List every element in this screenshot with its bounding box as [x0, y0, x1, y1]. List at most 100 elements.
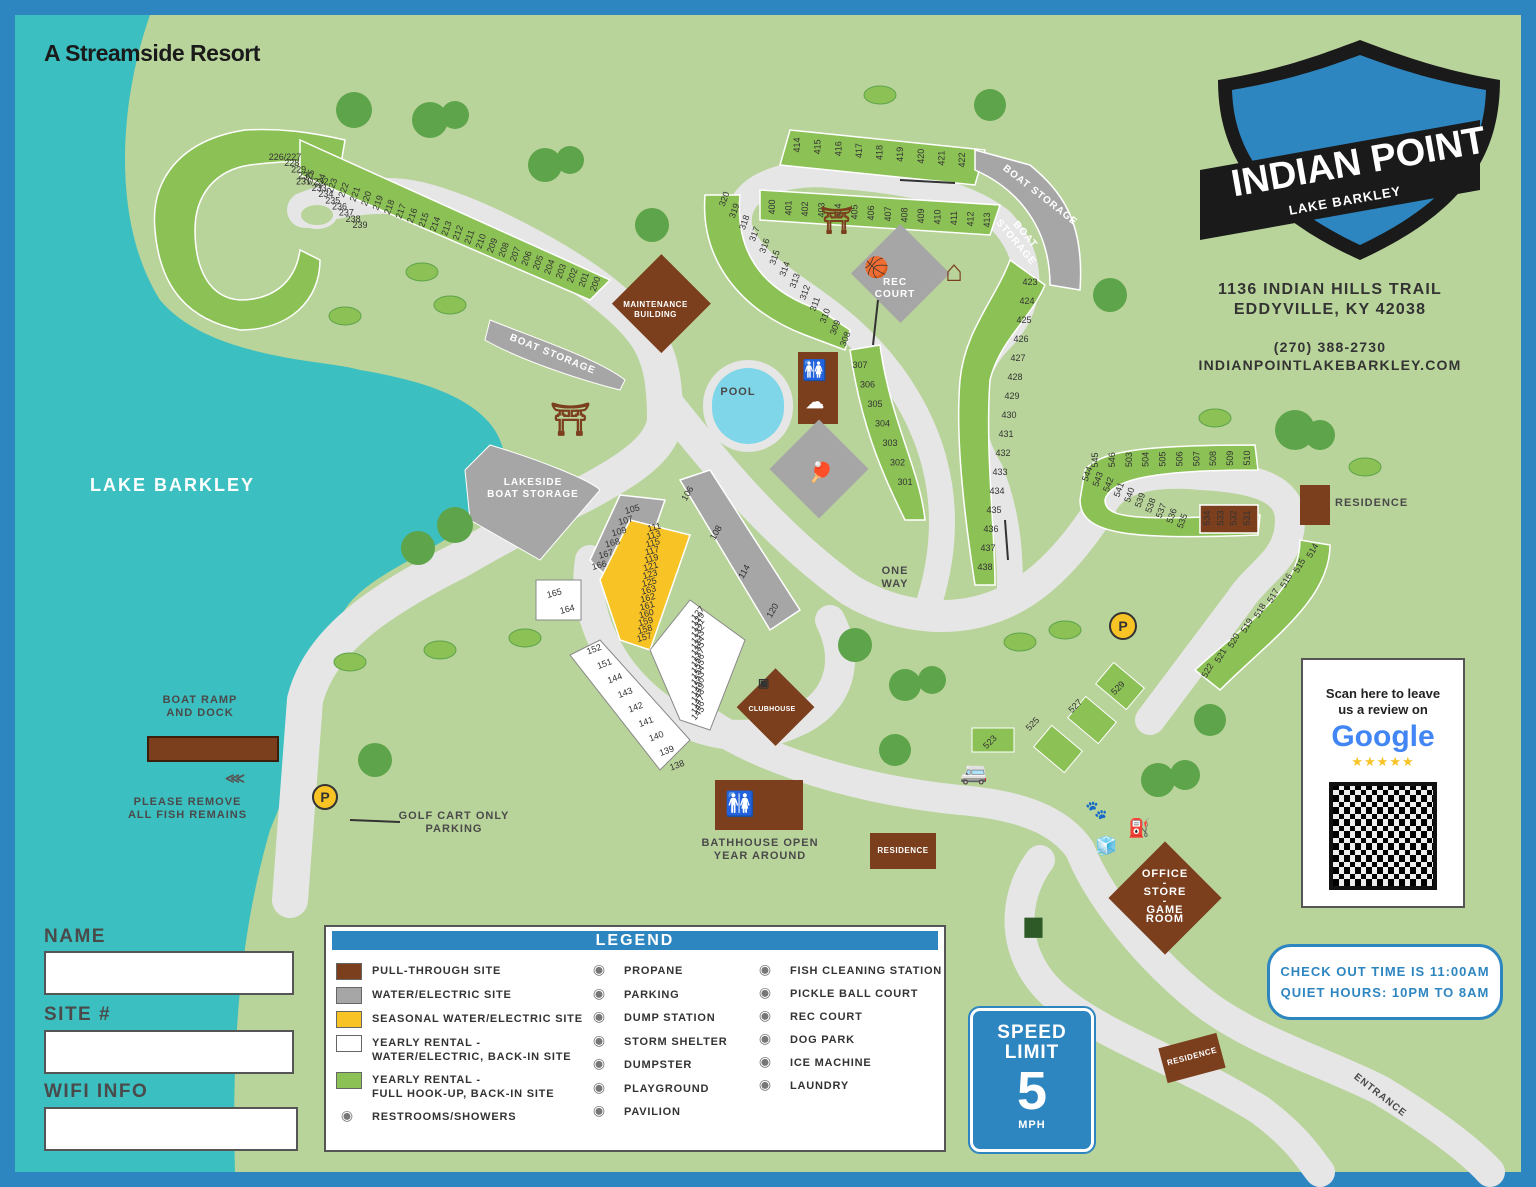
site-number[interactable]: 143: [616, 685, 634, 700]
site-number[interactable]: 115: [645, 536, 661, 549]
site-number[interactable]: 410: [932, 209, 942, 224]
site-number[interactable]: 222: [336, 181, 351, 199]
site-number[interactable]: 507: [1191, 451, 1201, 466]
site-number[interactable]: 231/232: [296, 177, 329, 187]
site-number[interactable]: 151: [596, 656, 614, 671]
site-number[interactable]: 214: [428, 215, 443, 233]
site-number[interactable]: 166: [591, 558, 608, 572]
pickleball-court[interactable]: [769, 419, 869, 519]
site-row-423-438[interactable]: [957, 258, 1046, 586]
site-number[interactable]: 427: [1010, 353, 1025, 363]
site-number[interactable]: 238: [346, 214, 361, 224]
site-number[interactable]: 105: [624, 502, 641, 516]
site-number[interactable]: 159: [637, 615, 654, 629]
site-number[interactable]: 433: [992, 467, 1007, 477]
site-number[interactable]: 425: [1016, 315, 1031, 325]
site-number[interactable]: 318: [737, 214, 752, 232]
site-number[interactable]: 208: [496, 241, 511, 259]
site-number[interactable]: 165: [546, 586, 563, 600]
site-number[interactable]: 142: [627, 700, 645, 715]
site-number[interactable]: 314: [777, 260, 792, 278]
site-number[interactable]: 508: [1208, 451, 1218, 466]
site-number[interactable]: 216: [405, 207, 420, 225]
site-number[interactable]: 315: [767, 249, 782, 267]
site-number-field[interactable]: [44, 1030, 294, 1074]
site-number[interactable]: 117: [644, 544, 660, 557]
site-number[interactable]: 534: [1202, 510, 1212, 525]
site-number[interactable]: 400: [767, 199, 777, 214]
site-number[interactable]: 125: [641, 575, 658, 589]
site-number[interactable]: 438: [977, 562, 992, 572]
site-number[interactable]: 419: [895, 147, 905, 162]
site-number[interactable]: 109: [610, 525, 627, 539]
site-row-514-522[interactable]: [1193, 539, 1331, 692]
site-number[interactable]: 201: [576, 271, 591, 289]
site-number[interactable]: 417: [854, 143, 864, 158]
site-grid-white[interactable]: [649, 599, 746, 731]
site-number[interactable]: 210: [474, 232, 489, 250]
site-number[interactable]: 420: [916, 149, 926, 164]
site-number[interactable]: 404: [833, 203, 843, 218]
site-number[interactable]: 305: [867, 399, 882, 409]
site-number[interactable]: 415: [813, 139, 823, 154]
site-number[interactable]: 230: [298, 171, 313, 181]
site-number[interactable]: 312: [798, 284, 813, 302]
site-number[interactable]: 406: [866, 205, 876, 220]
site-number[interactable]: 219: [371, 194, 386, 212]
site-number[interactable]: 217: [393, 202, 408, 220]
site-number[interactable]: 428: [1007, 372, 1022, 382]
site-number[interactable]: 506: [1174, 451, 1184, 466]
site-number[interactable]: 542: [1101, 476, 1116, 494]
site-number[interactable]: 152: [585, 642, 603, 657]
site-row-200s[interactable]: [299, 138, 612, 301]
site-number[interactable]: 546: [1107, 452, 1117, 467]
site-number[interactable]: 162: [639, 591, 656, 605]
name-field[interactable]: [44, 951, 294, 995]
site-number[interactable]: 531: [1242, 510, 1252, 525]
site-number[interactable]: 119: [643, 552, 659, 565]
site-number[interactable]: 424: [1019, 296, 1034, 306]
site-527[interactable]: [1066, 695, 1118, 745]
site-number[interactable]: 202: [565, 267, 580, 285]
site-number[interactable]: 509: [1225, 451, 1235, 466]
site-row-531-534[interactable]: [1199, 504, 1259, 534]
site-number[interactable]: 539: [1133, 491, 1148, 509]
site-number[interactable]: 225: [302, 168, 317, 186]
site-number[interactable]: 221: [348, 185, 363, 203]
site-number[interactable]: 229: [291, 164, 306, 174]
site-number[interactable]: 303: [882, 438, 897, 448]
qr-code[interactable]: [1329, 782, 1437, 890]
site-number[interactable]: 423: [1022, 277, 1037, 287]
site-number[interactable]: 535: [1175, 512, 1190, 530]
site-number[interactable]: 234: [318, 189, 333, 199]
site-number[interactable]: 306: [860, 380, 875, 390]
site-number[interactable]: 235: [325, 195, 340, 205]
site-number[interactable]: 414: [792, 137, 802, 152]
site-number[interactable]: 538: [1143, 497, 1158, 515]
site-number[interactable]: 209: [485, 237, 500, 255]
site-number[interactable]: 206: [519, 250, 534, 268]
site-number[interactable]: 429: [1004, 391, 1019, 401]
site-number[interactable]: 536: [1164, 507, 1179, 525]
site-number[interactable]: 413: [982, 212, 992, 227]
site-number[interactable]: 310: [818, 307, 833, 325]
site-number[interactable]: 239: [352, 220, 367, 230]
rec-court[interactable]: [850, 224, 950, 324]
site-grid-white-lower[interactable]: [569, 639, 691, 771]
site-number[interactable]: 421: [936, 151, 946, 166]
site-grid-yellow[interactable]: [599, 519, 691, 651]
site-number[interactable]: 160: [638, 607, 655, 621]
site-number[interactable]: 237: [339, 208, 354, 218]
site-number[interactable]: 412: [965, 211, 975, 226]
site-number[interactable]: 224: [313, 172, 328, 190]
site-number[interactable]: 302: [890, 458, 905, 468]
site-number[interactable]: 411: [949, 211, 959, 225]
site-number[interactable]: 503: [1124, 452, 1134, 467]
site-525[interactable]: [1032, 724, 1084, 774]
site-number[interactable]: 543: [1090, 470, 1105, 488]
site-number[interactable]: 207: [508, 245, 523, 263]
site-number[interactable]: 505: [1158, 452, 1168, 467]
pool[interactable]: [712, 368, 784, 444]
site-number[interactable]: 537: [1154, 502, 1169, 520]
site-number[interactable]: 215: [416, 211, 431, 229]
